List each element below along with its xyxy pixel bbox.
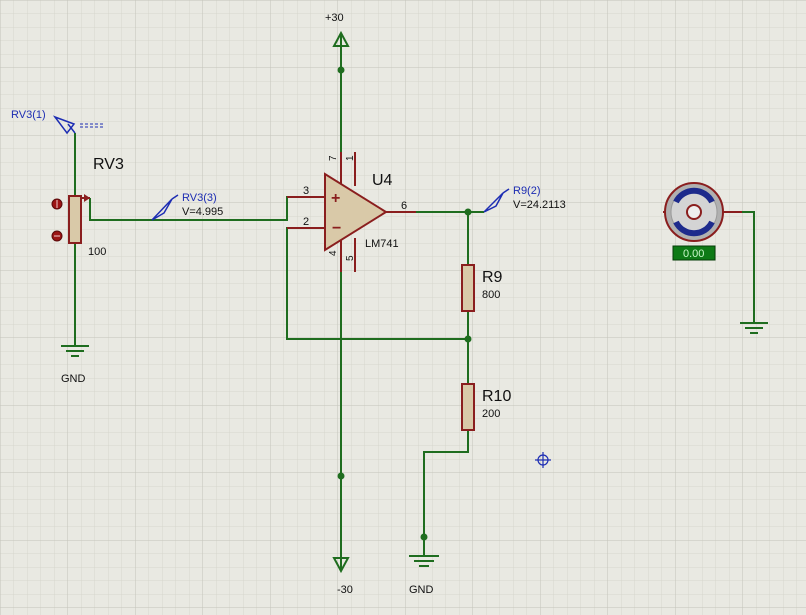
ground-bottom-label: GND (409, 584, 434, 596)
u4-plus-symbol: + (331, 190, 340, 207)
r9-probe-value: V=24.2113 (513, 199, 566, 211)
u4-ref-label: U4 (372, 172, 393, 189)
junction-feedback (464, 335, 472, 343)
crosshair-icon (535, 452, 551, 468)
junction-vcc (337, 66, 345, 74)
power-top-label: +30 (325, 12, 344, 24)
r10-resistor[interactable] (461, 383, 475, 431)
u4-minus-symbol: − (332, 220, 341, 237)
motor-reading: 0.00 (683, 248, 704, 260)
ground-bottom[interactable] (409, 555, 439, 567)
r10-value-label: 200 (482, 408, 500, 420)
r9-probe-name: R9(2) (513, 185, 541, 197)
u4-pin-5: 5 (345, 255, 356, 261)
rv3-top-probe-label: RV3(1) (11, 109, 46, 121)
u4-pin-7: 7 (328, 155, 339, 161)
rv3-ref-label: RV3 (93, 156, 124, 173)
r9-value-label: 800 (482, 289, 500, 301)
r9-probe[interactable] (483, 188, 510, 213)
u4-opamp[interactable]: + − (287, 152, 416, 272)
r9-resistor[interactable] (461, 264, 475, 312)
u4-pin-1: 1 (345, 155, 356, 161)
u4-pin-6: 6 (401, 200, 407, 212)
motor-reading-display (672, 245, 716, 261)
ground-left-label: GND (61, 373, 86, 385)
junctions (337, 66, 472, 541)
dc-motor-icon[interactable] (663, 182, 742, 242)
rv3-body[interactable] (68, 195, 82, 244)
ground-left[interactable] (61, 345, 89, 357)
rv3-wiper-probe-name: RV3(3) (182, 192, 217, 204)
junction-output (464, 208, 472, 216)
wire-motor-gnd[interactable] (742, 211, 755, 323)
r9-ref-label: R9 (482, 269, 503, 286)
power-bottom-terminal[interactable]: -30 (332, 557, 353, 596)
power-bottom-label: -30 (337, 584, 353, 596)
rv3-wiper-probe[interactable] (151, 194, 179, 221)
ground-motor[interactable] (740, 322, 768, 334)
u4-part-label: LM741 (365, 238, 399, 250)
junction-gnd-bottom (420, 533, 428, 541)
rv3-value-label: 100 (88, 246, 106, 258)
rv3-top-probe[interactable] (52, 115, 104, 135)
u4-pin-3: 3 (303, 185, 309, 197)
r10-ref-label: R10 (482, 388, 511, 405)
wire-r10-to-gnd[interactable] (423, 430, 469, 556)
u4-body[interactable] (324, 172, 388, 252)
u4-pin-2: 2 (303, 216, 309, 228)
u4-pin-4: 4 (328, 250, 339, 256)
junction-vee (337, 472, 345, 480)
power-top-terminal[interactable]: +30 (325, 12, 350, 47)
rv3-potentiometer[interactable] (51, 194, 90, 244)
rv3-wiper-probe-value: V=4.995 (182, 206, 223, 218)
